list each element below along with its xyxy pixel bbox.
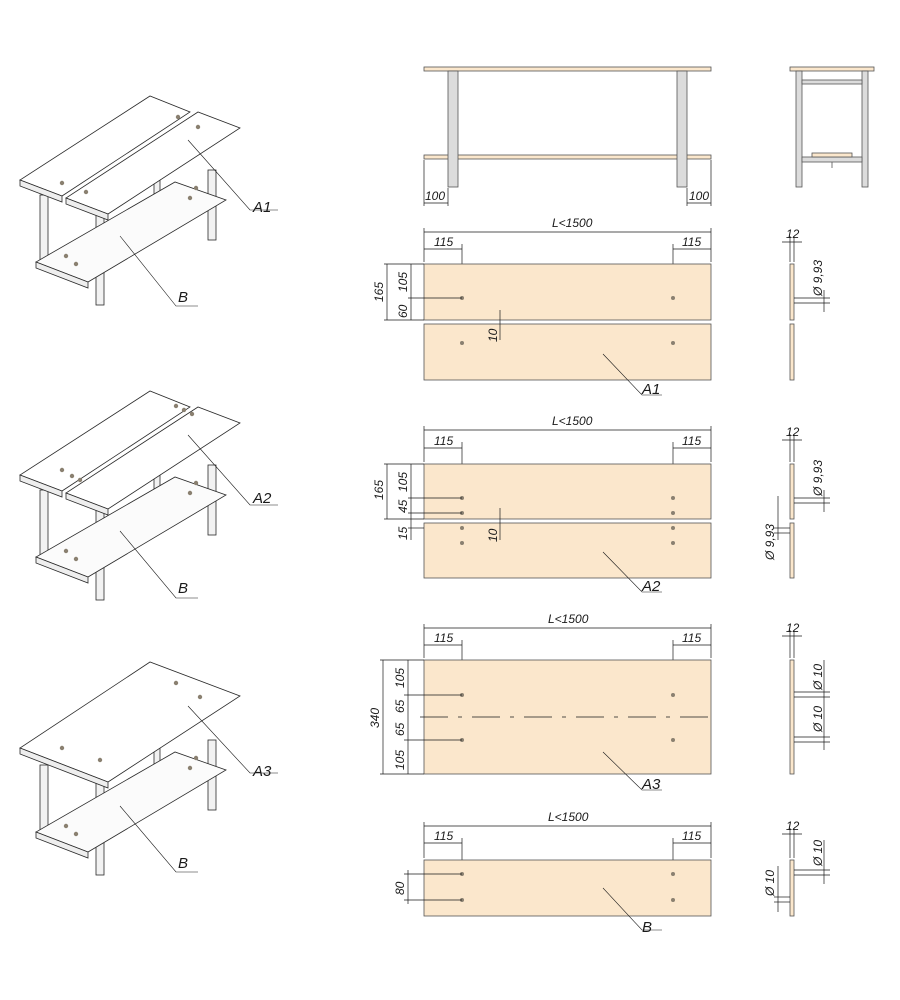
v-dim-3: 65 xyxy=(393,722,407,736)
iso-label-part: A1 xyxy=(252,199,271,216)
length-dim: L<1500 xyxy=(552,414,593,428)
iso-bench-a3: A3 B xyxy=(19,661,278,876)
v-dim-total: 165 xyxy=(372,480,386,500)
gap-dim: 10 xyxy=(486,528,500,542)
hole-dia-dim-2: Ø 10 xyxy=(763,870,777,897)
v-dim-bottom: 60 xyxy=(396,304,410,318)
offset-right-dim: 115 xyxy=(682,434,701,448)
hole-dia-dim: Ø 9,93 xyxy=(811,260,825,297)
iso-bench-a1: A1 B xyxy=(19,95,278,307)
board-upper xyxy=(423,463,712,520)
length-dim: L<1500 xyxy=(548,810,589,824)
thickness-dim: 12 xyxy=(786,621,800,635)
part-label: A2 xyxy=(641,578,661,595)
offset-left-dim: 115 xyxy=(434,829,453,843)
offset-right-dim: 115 xyxy=(682,235,701,249)
hole-dia-dim: Ø 10 xyxy=(811,664,825,691)
front-left-dim: 100 xyxy=(425,189,445,203)
iso-label-base: B xyxy=(178,580,188,597)
plan-row-a1: L<1500 115 115 165 105 60 10 A1 12 xyxy=(372,216,830,398)
plan-row-b: L<1500 115 115 80 B 12 Ø 10 Ø 10 xyxy=(393,810,830,936)
v-dim-bottom: 15 xyxy=(396,526,410,540)
gap-dim: 10 xyxy=(486,328,500,342)
v-dim-4: 105 xyxy=(393,750,407,770)
front-view: 100 100 xyxy=(423,66,712,206)
board-base xyxy=(423,859,712,917)
thickness-dim: 12 xyxy=(786,425,800,439)
iso-label-base: B xyxy=(178,289,188,306)
v-dim-total: 165 xyxy=(372,282,386,302)
hole-dia-dim: Ø 10 xyxy=(811,840,825,867)
part-label: A1 xyxy=(641,381,660,398)
offset-left-dim: 115 xyxy=(434,235,453,249)
v-dim-2: 65 xyxy=(393,699,407,713)
offset-right-dim: 115 xyxy=(682,631,701,645)
iso-bench-a2: A2 B xyxy=(19,390,278,601)
v-dim-top: 105 xyxy=(396,272,410,292)
plan-row-a2: L<1500 115 115 165 105 45 15 10 A2 xyxy=(372,414,830,595)
offset-left-dim: 115 xyxy=(434,631,453,645)
v-dim-total: 80 xyxy=(393,881,407,895)
board-lower xyxy=(423,323,712,381)
v-dim-1: 105 xyxy=(393,668,407,688)
hole-dia-dim: Ø 9,93 xyxy=(811,460,825,497)
board-upper xyxy=(423,263,712,321)
thickness-dim: 12 xyxy=(786,819,800,833)
length-dim: L<1500 xyxy=(552,216,593,230)
board-lower xyxy=(423,522,712,579)
v-dim-mid: 45 xyxy=(396,499,410,513)
length-dim: L<1500 xyxy=(548,612,589,626)
v-dim-total: 340 xyxy=(368,708,382,728)
offset-left-dim: 115 xyxy=(434,434,453,448)
plan-row-a3: L<1500 115 115 340 105 65 65 105 A3 12 xyxy=(368,612,830,793)
hole-dia-dim-2: Ø 9,93 xyxy=(763,524,777,561)
part-label: A3 xyxy=(641,776,661,793)
front-right-dim: 100 xyxy=(689,189,709,203)
v-dim-top: 105 xyxy=(396,472,410,492)
iso-label-part: A2 xyxy=(252,490,272,507)
part-label: B xyxy=(642,919,652,936)
iso-label-part: A3 xyxy=(252,763,272,780)
side-view xyxy=(789,66,875,188)
iso-label-base: B xyxy=(178,855,188,872)
thickness-dim: 12 xyxy=(786,227,800,241)
hole-dia-dim-2: Ø 10 xyxy=(811,706,825,733)
offset-right-dim: 115 xyxy=(682,829,701,843)
board-wide xyxy=(423,659,712,775)
